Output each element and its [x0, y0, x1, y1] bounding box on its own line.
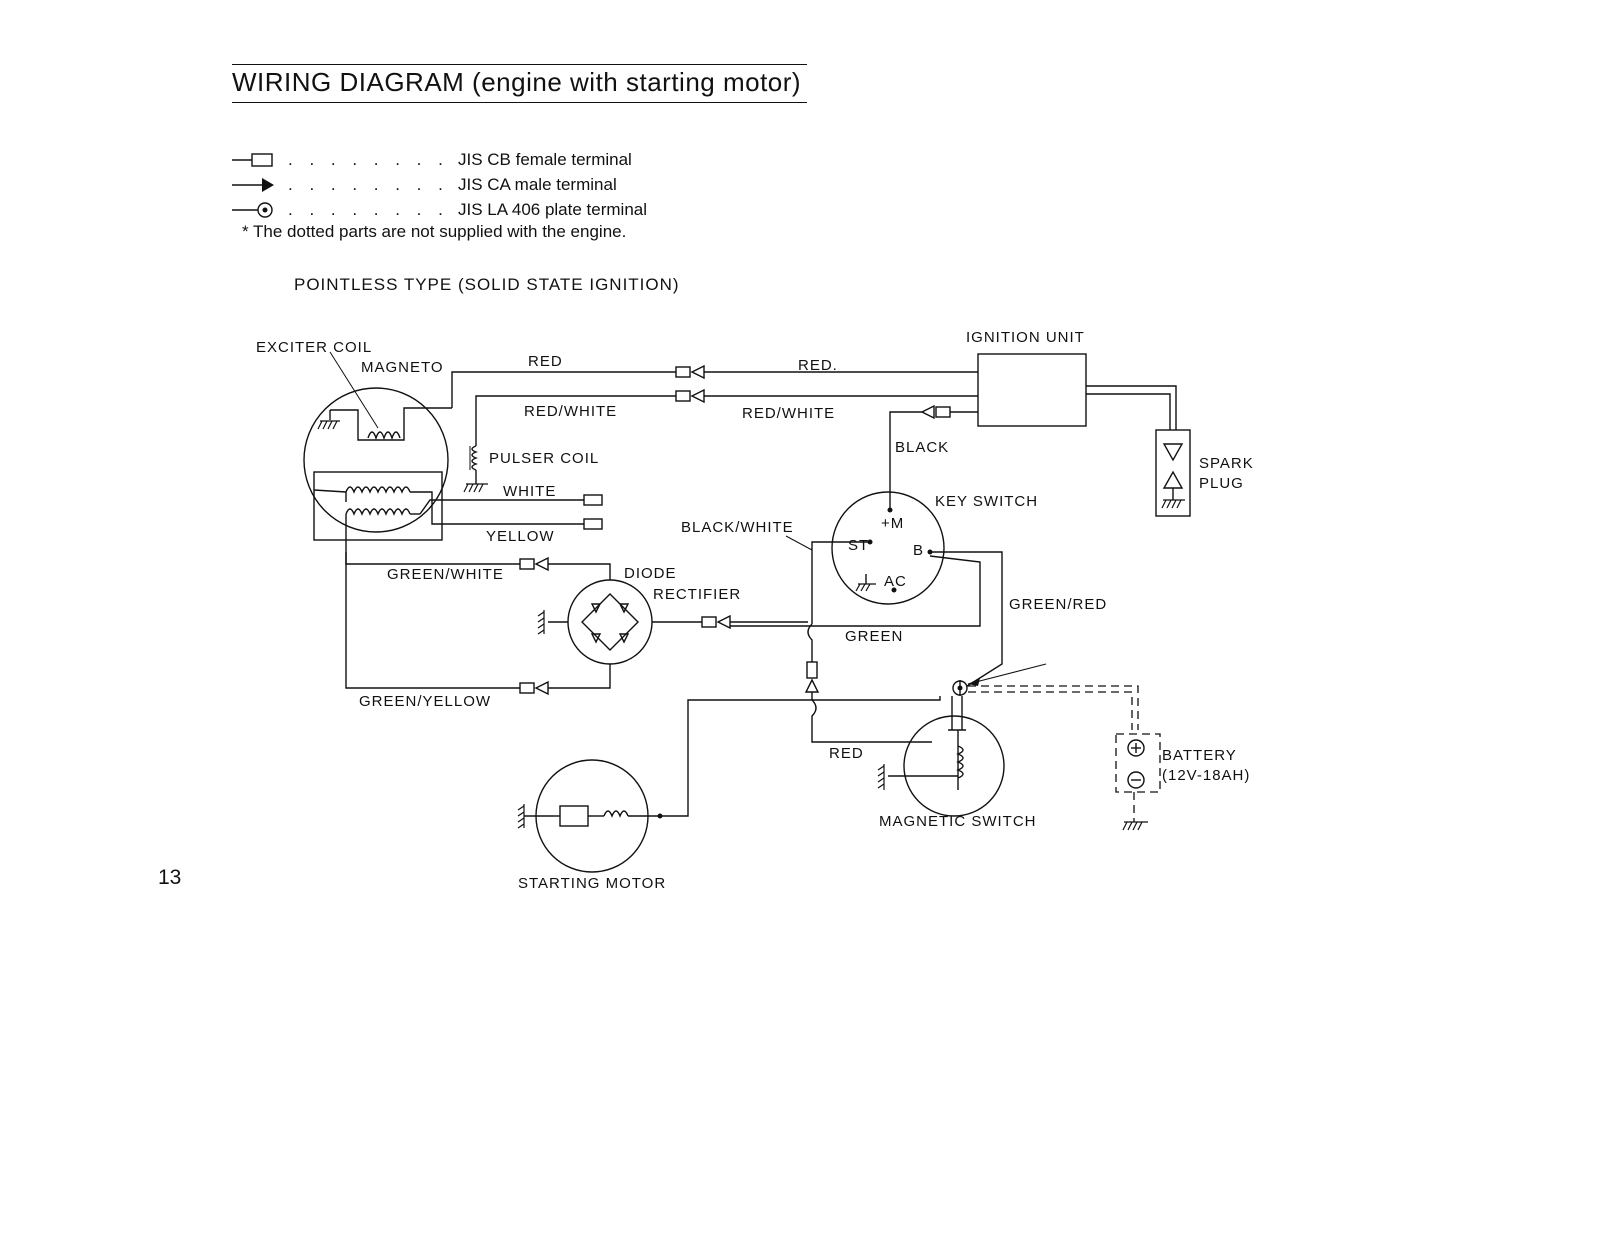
diagram-subtitle: POINTLESS TYPE (SOLID STATE IGNITION)	[294, 275, 680, 294]
spark-plug	[1155, 429, 1191, 517]
male-terminal-icon	[232, 175, 288, 195]
label-red: RED	[829, 745, 864, 762]
label-st: ST	[848, 537, 869, 554]
magnetic-switch	[877, 696, 1005, 817]
label-plus-m: +M	[881, 515, 904, 532]
label-green-white: GREEN/WHITE	[387, 566, 504, 583]
label-red-white: RED/WHITE	[524, 403, 617, 420]
label-spark: SPARK	[1199, 455, 1254, 472]
page-title: WIRING DIAGRAM (engine with starting mot…	[232, 64, 808, 103]
legend-dots: . . . . . . . . . . . .	[288, 174, 458, 194]
label-key-switch: KEY SWITCH	[935, 493, 1038, 510]
label-magneto: MAGNETO	[361, 359, 444, 376]
label-diode: DIODE	[624, 565, 677, 582]
label-black: BLACK	[895, 439, 949, 456]
label-red-white: RED/WHITE	[742, 405, 835, 422]
label-green-red: GREEN/RED	[1009, 596, 1107, 613]
label-white: WHITE	[503, 483, 556, 500]
legend: . . . . . . . . . . . . JIS CB female te…	[232, 147, 647, 242]
magneto	[303, 351, 590, 541]
plate-terminal-icon	[232, 200, 288, 220]
battery	[1115, 733, 1161, 831]
female-terminal-icon	[232, 150, 288, 170]
label-yellow: YELLOW	[486, 528, 555, 545]
label-battery-spec: (12V-18AH)	[1162, 767, 1250, 784]
page-number: 13	[158, 866, 182, 889]
label-battery: BATTERY	[1162, 747, 1237, 764]
label-pulser-coil: PULSER COIL	[489, 450, 599, 467]
legend-dots: . . . . . . . . . . . .	[288, 149, 458, 169]
label-ac: AC	[884, 573, 907, 590]
label-plug: PLUG	[1199, 475, 1244, 492]
label-rectifier: RECTIFIER	[653, 586, 741, 603]
label-magnetic-switch: MAGNETIC SWITCH	[879, 813, 1037, 830]
starting-motor	[517, 759, 663, 873]
label-black-white: BLACK/WHITE	[681, 519, 794, 536]
pulser-coil	[463, 408, 488, 493]
legend-text: JIS CA male terminal	[458, 174, 617, 194]
diode-rectifier	[537, 579, 653, 665]
label-starting-motor: STARTING MOTOR	[518, 875, 666, 892]
legend-row-male: . . . . . . . . . . . . JIS CA male term…	[232, 172, 647, 197]
legend-row-female: . . . . . . . . . . . . JIS CB female te…	[232, 147, 647, 172]
label-b: B	[913, 542, 924, 559]
label-green: GREEN	[845, 628, 903, 645]
label-green-yellow: GREEN/YELLOW	[359, 693, 491, 710]
legend-note: * The dotted parts are not supplied with…	[242, 222, 627, 241]
ignition-unit	[977, 353, 1087, 427]
label-ignition-unit: IGNITION UNIT	[966, 329, 1085, 346]
label-red: RED.	[798, 357, 838, 374]
label-red: RED	[528, 353, 563, 370]
legend-row-plate: . . . . . . . . . . . . JIS LA 406 plate…	[232, 197, 647, 222]
legend-text: JIS CB female terminal	[458, 149, 632, 169]
legend-text: JIS LA 406 plate terminal	[458, 199, 648, 219]
label-exciter-coil: EXCITER COIL	[256, 339, 372, 356]
legend-dots: . . . . . . . . . . . .	[288, 199, 458, 219]
